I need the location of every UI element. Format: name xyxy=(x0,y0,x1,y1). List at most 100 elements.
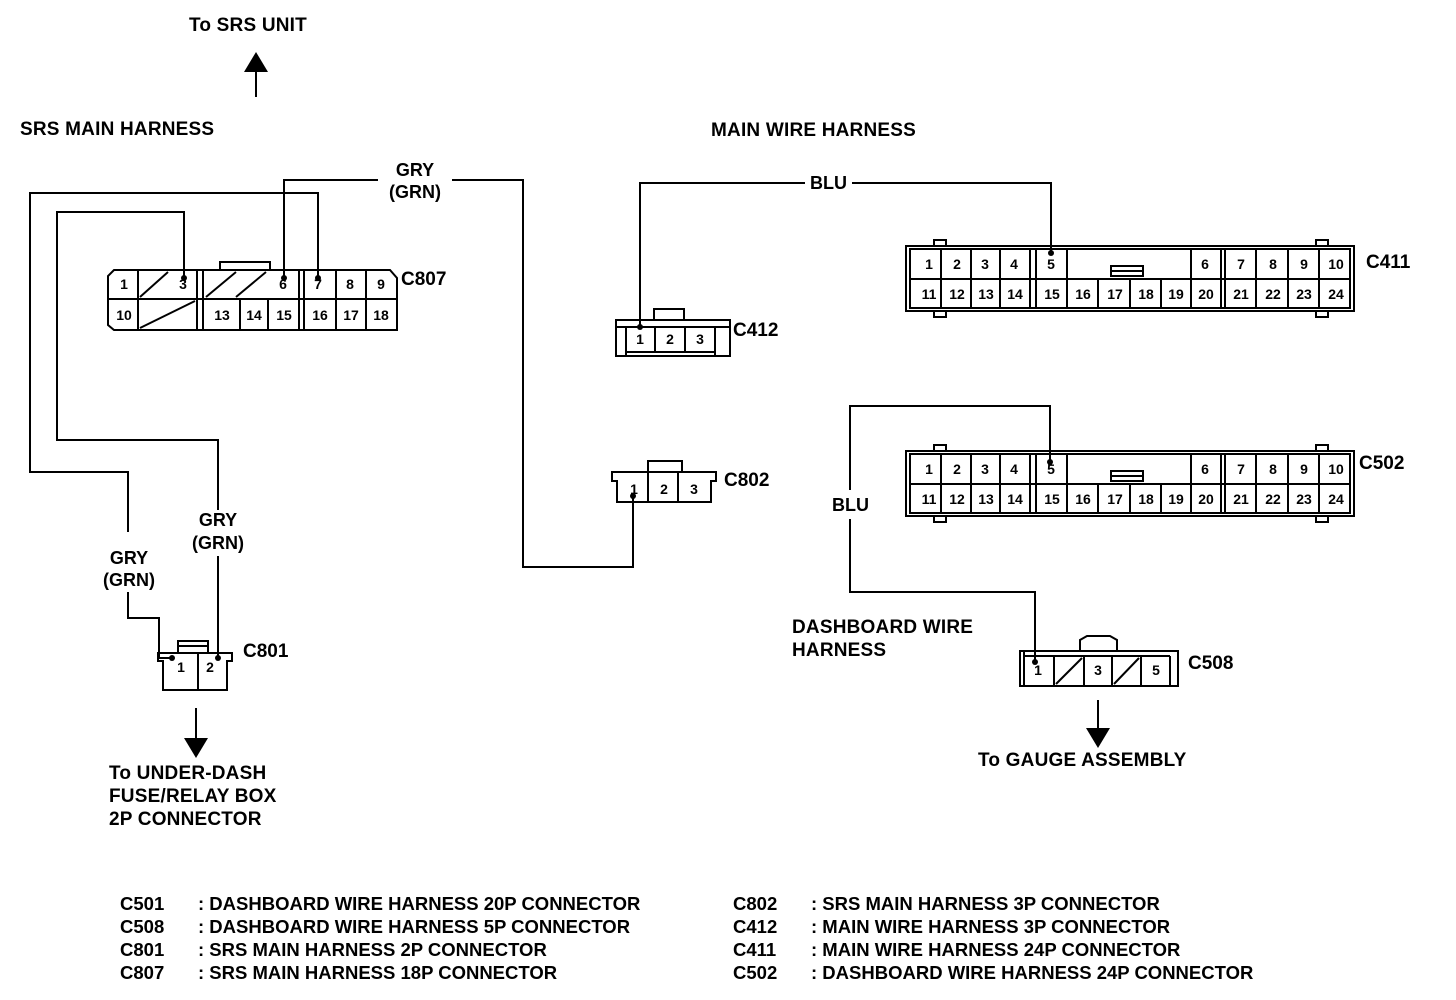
pin-number: 22 xyxy=(1265,491,1281,507)
pin-number: 16 xyxy=(312,307,328,323)
pin-number: 24 xyxy=(1328,491,1344,507)
c411-connector xyxy=(905,239,1355,318)
c508-body xyxy=(1019,650,1179,687)
wire-color-grn-top: (GRN) xyxy=(389,182,441,202)
pin-number: 1 xyxy=(630,481,638,497)
to-srs-unit-label: To SRS UNIT xyxy=(189,15,307,36)
pin-number: 18 xyxy=(1138,286,1154,302)
pin-number: 2 xyxy=(206,659,214,675)
pin-number: 1 xyxy=(925,256,933,272)
legend-row: C411: MAIN WIRE HARNESS 24P CONNECTOR xyxy=(733,939,1181,960)
legend-row: C501: DASHBOARD WIRE HARNESS 20P CONNECT… xyxy=(120,893,641,914)
wire-blu-c502-5-to-c508-1 xyxy=(849,405,1051,490)
wire-color-grn-low: (GRN) xyxy=(103,570,155,590)
pin-number: 21 xyxy=(1233,491,1249,507)
pin-number: 22 xyxy=(1265,286,1281,302)
c508-label: C508 xyxy=(1188,653,1234,674)
pin-number: 19 xyxy=(1168,286,1184,302)
to-underdash-label-2: FUSE/RELAY BOX xyxy=(109,786,277,807)
pin-number: 21 xyxy=(1233,286,1249,302)
pin-number: 19 xyxy=(1168,491,1184,507)
pin-number: 13 xyxy=(978,491,994,507)
pin-number: 6 xyxy=(1201,461,1209,477)
pin-number: 4 xyxy=(1010,461,1018,477)
dashboard-wire-harness-label: DASHBOARD WIRE xyxy=(792,617,974,638)
pin-number: 9 xyxy=(1300,256,1308,272)
c502-connector xyxy=(905,444,1355,523)
main-wire-harness-label: MAIN WIRE HARNESS xyxy=(711,120,917,141)
wire-color-blu-top: BLU xyxy=(810,173,847,193)
pin-number: 6 xyxy=(1201,256,1209,272)
pin-number: 6 xyxy=(279,276,287,292)
c802-body xyxy=(611,471,717,503)
pin-number: 15 xyxy=(1044,286,1060,302)
pin-number: 7 xyxy=(1237,461,1245,477)
pin-number: 5 xyxy=(1047,256,1055,272)
wire-color-grn-mid: (GRN) xyxy=(192,533,244,553)
srs-main-harness-label: SRS MAIN HARNESS xyxy=(20,119,215,140)
pin-number: 1 xyxy=(120,276,128,292)
to-underdash-label: To UNDER-DASH xyxy=(109,763,267,784)
pin-number: 3 xyxy=(1094,662,1102,678)
pin-number: 8 xyxy=(346,276,354,292)
pin-number: 12 xyxy=(949,491,965,507)
pin-number: 7 xyxy=(1237,256,1245,272)
pin-number: 1 xyxy=(636,331,644,347)
pin-number: 1 xyxy=(1034,662,1042,678)
pin-number: 18 xyxy=(373,307,389,323)
wire-color-gry-low: GRY xyxy=(109,548,149,568)
pin-number: 14 xyxy=(1007,286,1023,302)
pin-number: 3 xyxy=(179,276,187,292)
pin-number: 1 xyxy=(925,461,933,477)
pin-number: 14 xyxy=(246,307,262,323)
c801-label: C801 xyxy=(243,641,289,662)
pin-number: 12 xyxy=(949,286,965,302)
pin-number: 4 xyxy=(1010,256,1018,272)
pin-number: 9 xyxy=(1300,461,1308,477)
pin-number: 18 xyxy=(1138,491,1154,507)
pin-number: 9 xyxy=(377,276,385,292)
to-gauge-assembly-label: To GAUGE ASSEMBLY xyxy=(978,750,1187,771)
c502-label: C502 xyxy=(1359,453,1405,474)
to-underdash-label-3: 2P CONNECTOR xyxy=(109,809,262,830)
pin-number: 3 xyxy=(696,331,704,347)
pin-number: 13 xyxy=(978,286,994,302)
pin-number: 14 xyxy=(1007,491,1023,507)
pin-number: 3 xyxy=(981,461,989,477)
legend-row: C801: SRS MAIN HARNESS 2P CONNECTOR xyxy=(120,939,547,960)
pin-number: 23 xyxy=(1296,286,1312,302)
wire-gry-grn-c807-6-to-c802-1 xyxy=(283,179,378,278)
pin-number: 16 xyxy=(1075,286,1091,302)
legend-row: C412: MAIN WIRE HARNESS 3P CONNECTOR xyxy=(733,916,1171,937)
legend-row: C502: DASHBOARD WIRE HARNESS 24P CONNECT… xyxy=(733,962,1254,983)
pin-number: 16 xyxy=(1075,491,1091,507)
pin-number: 13 xyxy=(214,307,230,323)
wire-c807-7-loop xyxy=(29,192,319,532)
pin-number: 11 xyxy=(922,286,937,302)
pin-number: 15 xyxy=(1044,491,1060,507)
c807-label: C807 xyxy=(401,269,447,290)
pin-number: 15 xyxy=(276,307,292,323)
pin-number: 20 xyxy=(1198,286,1214,302)
pin-number: 2 xyxy=(666,331,674,347)
wire-blu-c411-5-to-c412-1 xyxy=(639,182,805,327)
pin-number: 2 xyxy=(953,256,961,272)
pin-number: 20 xyxy=(1198,491,1214,507)
pin-number: 24 xyxy=(1328,286,1344,302)
pin-number: 5 xyxy=(1152,662,1160,678)
pin-number: 3 xyxy=(690,481,698,497)
legend-row: C802: SRS MAIN HARNESS 3P CONNECTOR xyxy=(733,893,1160,914)
pin-number: 10 xyxy=(116,307,132,323)
wire-color-gry-mid: GRY xyxy=(198,510,238,530)
pin-number: 17 xyxy=(343,307,359,323)
pin-number: 2 xyxy=(953,461,961,477)
pin-number: 23 xyxy=(1296,491,1312,507)
pin-number: 1 xyxy=(177,659,185,675)
pin-number: 17 xyxy=(1107,491,1123,507)
legend-row: C508: DASHBOARD WIRE HARNESS 5P CONNECTO… xyxy=(120,916,631,937)
pin-number: 8 xyxy=(1269,256,1277,272)
wire-c807-3-to-c801-2 xyxy=(56,211,219,510)
c802-label: C802 xyxy=(724,470,770,491)
pin-number: 8 xyxy=(1269,461,1277,477)
